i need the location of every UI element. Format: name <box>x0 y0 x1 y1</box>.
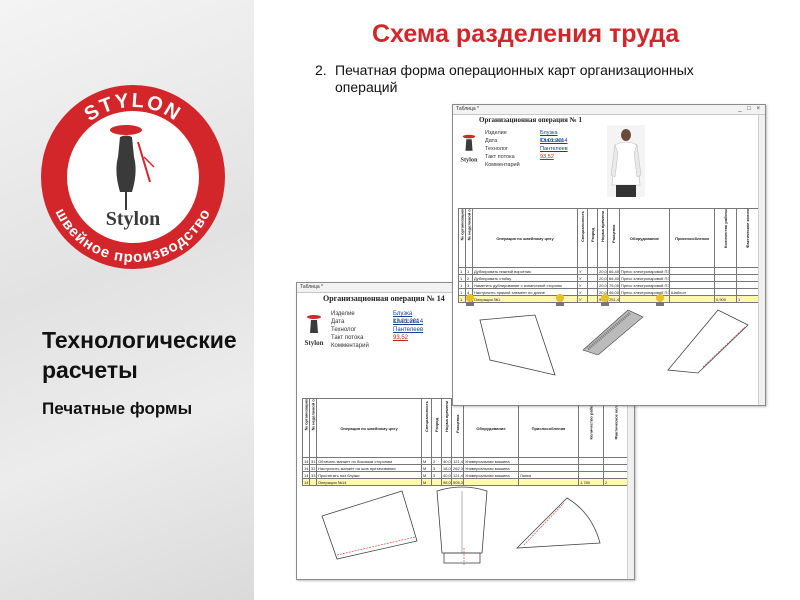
info-value-product[interactable]: Блузка Классика <box>540 130 564 144</box>
list-text: Печатная форма операционных карт организ… <box>335 62 694 95</box>
window-title: Таблица * <box>300 284 323 290</box>
svg-text:Stylon: Stylon <box>461 156 478 163</box>
info-value-date[interactable]: 13.01.2014 <box>540 138 568 144</box>
sidebar: STYLON швейное производство Stylon Техно… <box>0 0 254 600</box>
table-header-row: № организационной операции № неделимой о… <box>302 398 629 458</box>
operation-heading: Организационная операция № 14 <box>323 294 445 303</box>
info-value-takt[interactable]: 93,52 <box>540 154 554 160</box>
operations-table: № организационной операции № неделимой о… <box>458 208 759 303</box>
slide-title: Схема разделения труда <box>372 20 680 48</box>
press-icon <box>556 294 564 306</box>
scrollbar[interactable] <box>758 115 765 405</box>
garment-sketch-stand <box>582 309 644 355</box>
info-value-takt[interactable]: 93,52 <box>393 335 409 341</box>
press-icon <box>601 294 609 306</box>
stylon-mini-logo: Stylon <box>304 315 324 347</box>
sidebar-title: Технологические расчеты <box>42 327 237 383</box>
model-photo <box>607 125 645 197</box>
logo-brand-center: Stylon <box>106 208 160 230</box>
garment-sketch-collar <box>479 314 556 376</box>
garment-sketch-front <box>667 309 749 374</box>
svg-text:Stylon: Stylon <box>304 339 323 347</box>
info-value-technologist[interactable]: Пантелеев <box>540 146 568 152</box>
info-value-product[interactable]: Блузка Классика <box>393 311 419 325</box>
table-header-row: № организационной операции № неделимой о… <box>458 208 759 268</box>
list-number: 2. <box>315 62 327 78</box>
window-titlebar: Таблица * _ □ × <box>453 105 765 115</box>
sidebar-subtitle: Печатные формы <box>42 399 193 418</box>
window-controls[interactable]: _ □ × <box>738 106 762 112</box>
garment-sketch-middle <box>436 486 488 565</box>
press-icon <box>466 294 474 306</box>
stylon-mini-logo: Stylon <box>461 134 478 163</box>
garment-sketch-left <box>321 490 418 560</box>
info-value-date[interactable]: 13.01.2014 <box>393 319 424 325</box>
operation-heading: Организационная операция № 1 <box>479 116 582 124</box>
info-value-technologist[interactable]: Пантелеев <box>393 327 424 333</box>
window-title: Таблица * <box>456 106 479 112</box>
operations-table: № организационной операции № неделимой о… <box>302 398 629 486</box>
garment-sketch-right <box>515 497 601 549</box>
table-window-op1[interactable]: Таблица * _ □ × Организационная операция… <box>452 104 766 406</box>
scrollbar[interactable] <box>627 293 634 579</box>
stylon-logo: STYLON швейное производство Stylon <box>41 85 225 269</box>
press-icon <box>656 294 664 306</box>
